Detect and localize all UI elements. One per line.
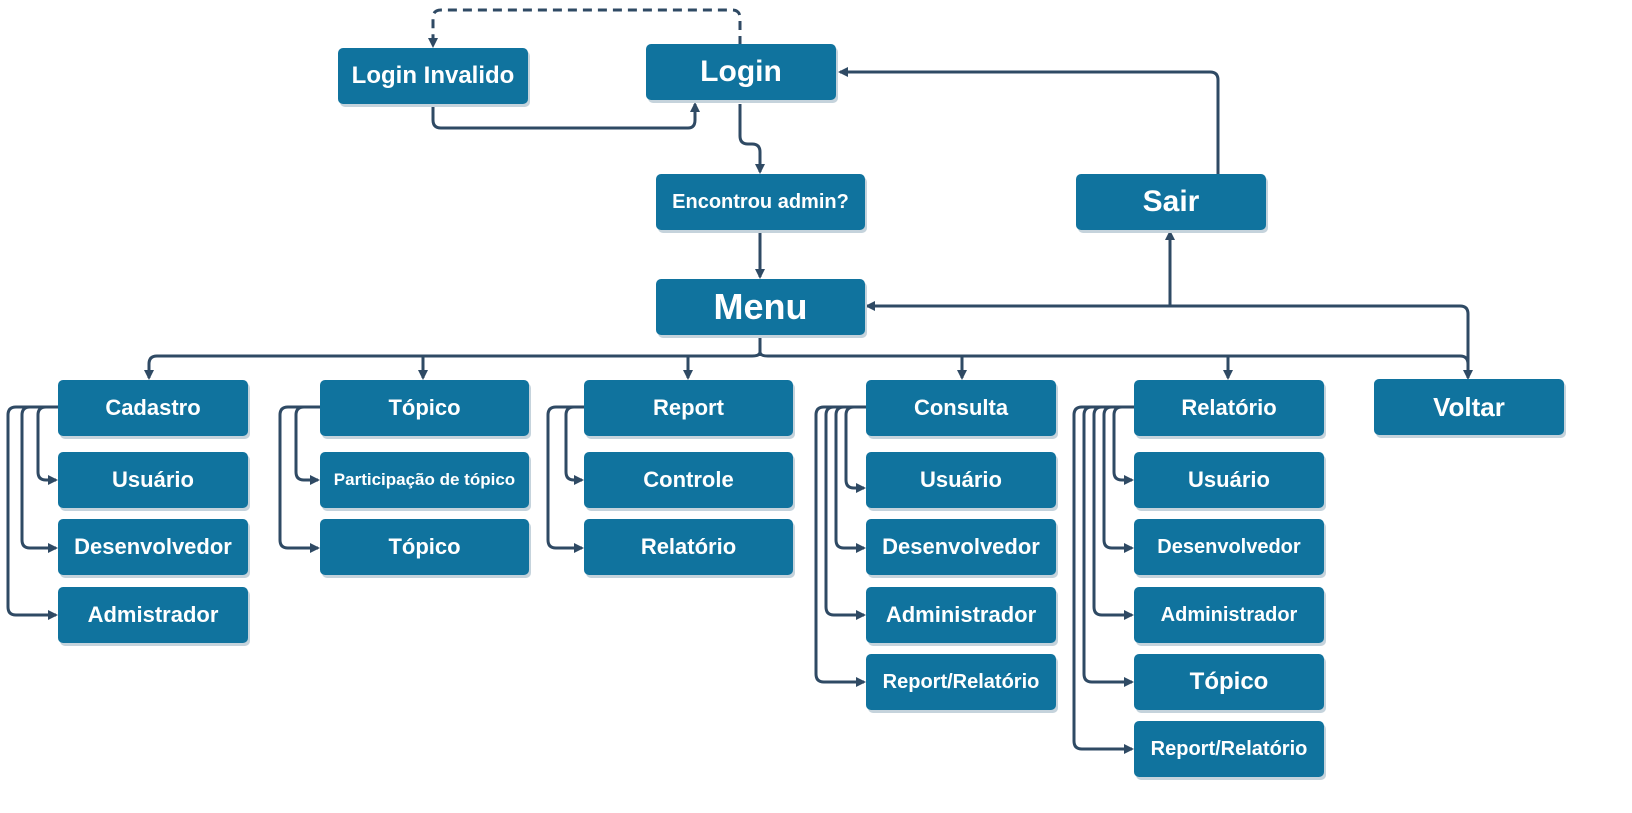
edge-menu-bus-right	[758, 351, 1473, 380]
node-voltar[interactable]: Voltar	[1374, 379, 1564, 435]
node-topico[interactable]: Tópico	[320, 380, 529, 436]
edge-connector	[1072, 405, 1134, 754]
node-consulta-desenvolvedor[interactable]: Desenvolvedor	[866, 519, 1056, 575]
node-consulta[interactable]: Consulta	[866, 380, 1056, 436]
edge-connector	[1082, 405, 1134, 687]
edge-sair-to-login	[838, 67, 1220, 174]
edge-connector	[814, 405, 866, 687]
edge-invalid-to-login	[431, 102, 700, 130]
node-relatorio-administrador[interactable]: Administrador	[1134, 587, 1324, 643]
node-login[interactable]: Login	[646, 44, 836, 100]
edge-connector	[36, 405, 58, 485]
edge-login-to-encontrou	[738, 104, 765, 174]
edge-connector	[834, 405, 866, 553]
node-consulta-report-relatorio[interactable]: Report/Relatório	[866, 654, 1056, 710]
edge-connector	[278, 405, 320, 553]
node-sair[interactable]: Sair	[1076, 174, 1266, 230]
node-cadastro-desenvolvedor[interactable]: Desenvolvedor	[58, 519, 248, 575]
edge-connector	[6, 405, 58, 620]
edge-connector	[844, 405, 866, 493]
node-relatorio-usuario[interactable]: Usuário	[1134, 452, 1324, 508]
node-cadastro-usuario[interactable]: Usuário	[58, 452, 248, 508]
node-menu[interactable]: Menu	[656, 279, 865, 335]
edge-voltar-to-menu	[865, 301, 1470, 376]
node-encontrou-admin[interactable]: Encontrou admin?	[656, 174, 865, 230]
edge-connector	[294, 405, 320, 485]
edge-connector	[564, 405, 584, 485]
node-login-invalido[interactable]: Login Invalido	[338, 48, 528, 104]
edge-login-to-invalid	[428, 8, 742, 48]
edge-connector	[1112, 405, 1134, 485]
node-report-relatorio[interactable]: Relatório	[584, 519, 793, 575]
node-cadastro-admistrador[interactable]: Admistrador	[58, 587, 248, 643]
node-relatorio-topico[interactable]: Tópico	[1134, 654, 1324, 710]
node-consulta-usuario[interactable]: Usuário	[866, 452, 1056, 508]
node-topico-participacao[interactable]: Participação de tópico	[320, 452, 529, 508]
edge-connector	[1102, 405, 1134, 553]
node-topico-topico[interactable]: Tópico	[320, 519, 529, 575]
edge-connector	[546, 405, 584, 553]
edge-menu-bus-left	[144, 351, 762, 380]
node-relatorio-desenvolvedor[interactable]: Desenvolvedor	[1134, 519, 1324, 575]
node-cadastro[interactable]: Cadastro	[58, 380, 248, 436]
node-relatorio[interactable]: Relatório	[1134, 380, 1324, 436]
node-report[interactable]: Report	[584, 380, 793, 436]
node-relatorio-report-relatorio[interactable]: Report/Relatório	[1134, 721, 1324, 777]
node-report-controle[interactable]: Controle	[584, 452, 793, 508]
node-consulta-administrador[interactable]: Administrador	[866, 587, 1056, 643]
